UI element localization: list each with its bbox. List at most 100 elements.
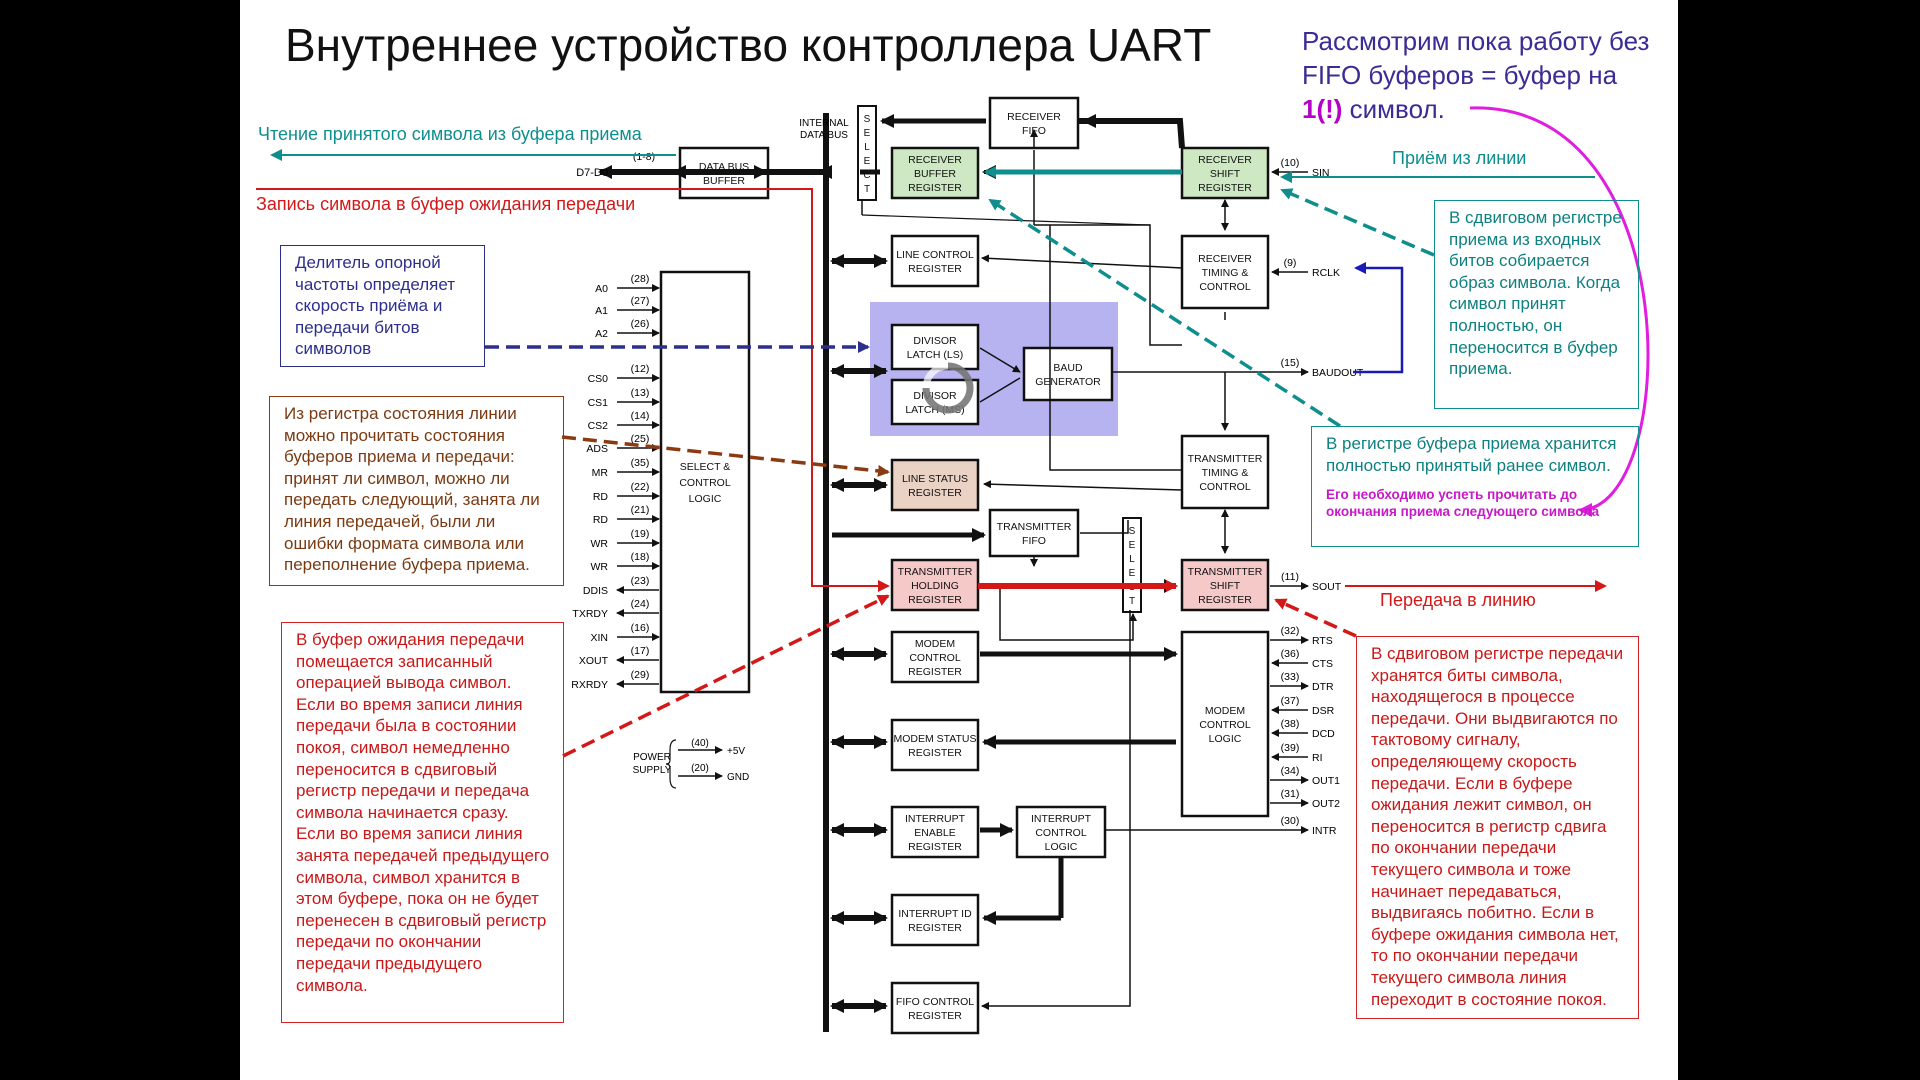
svg-text:(40): (40) bbox=[691, 738, 709, 749]
pin-a2-2: A2(26) bbox=[595, 318, 660, 340]
pin-number: (35) bbox=[631, 457, 650, 469]
pin-name: XOUT bbox=[579, 655, 609, 667]
svg-text:DSR: DSR bbox=[1312, 705, 1335, 717]
pin-number: (12) bbox=[631, 363, 650, 375]
note-line-status: Из регистра состояния линии можно прочит… bbox=[269, 396, 564, 586]
svg-text:(30): (30) bbox=[1281, 815, 1300, 827]
pin-name: RD bbox=[593, 491, 609, 503]
pin-modem-out1: (34) OUT1 bbox=[1270, 765, 1340, 787]
pin-rclk: (9)RCLK bbox=[1271, 257, 1340, 279]
svg-text:DCD: DCD bbox=[1312, 728, 1335, 740]
svg-text:(1-8): (1-8) bbox=[633, 151, 655, 163]
svg-text:S: S bbox=[1129, 526, 1136, 537]
pin-number: (21) bbox=[631, 504, 650, 516]
svg-text:(11): (11) bbox=[1281, 571, 1299, 583]
pin-number: (25) bbox=[631, 433, 650, 445]
note-rx-buffer-warning: Его необходимо успеть прочитать до оконч… bbox=[1326, 487, 1600, 520]
svg-text:(39): (39) bbox=[1281, 742, 1300, 754]
arrow-note-line-status bbox=[561, 435, 890, 477]
svg-text:(36): (36) bbox=[1281, 648, 1300, 660]
svg-text:E: E bbox=[1129, 568, 1136, 579]
note-tx-shift: В сдвиговом регистре передачи хранятся б… bbox=[1356, 636, 1639, 1019]
pin-baudout: (15)BAUDOUT bbox=[1270, 357, 1364, 379]
svg-text:+5V: +5V bbox=[727, 746, 745, 757]
pin-modem-cts: (36)CTS bbox=[1271, 648, 1333, 670]
pin-name: WR bbox=[591, 538, 609, 550]
label-write-tx: Запись символа в буфер ожидания передачи bbox=[256, 194, 636, 214]
label-rx-line: Приём из линии bbox=[1392, 148, 1527, 168]
pin-modem-ri: (39)RI bbox=[1271, 742, 1323, 764]
label-read-rx: Чтение принятого символа из буфера прием… bbox=[258, 124, 642, 144]
svg-text:(20): (20) bbox=[691, 763, 709, 774]
pin-number: (26) bbox=[631, 318, 650, 330]
pin-a1-1: A1(27) bbox=[595, 295, 660, 317]
pin-rd-8: RD(22) bbox=[593, 481, 660, 503]
pin-name: DDIS bbox=[583, 585, 608, 597]
pin-rd-9: RD (21) bbox=[593, 504, 660, 526]
pin-name: ADS bbox=[586, 443, 608, 455]
pin-xout-15: XOUT(17) bbox=[579, 645, 659, 667]
svg-text:(33): (33) bbox=[1281, 671, 1300, 683]
pin-name: RXRDY bbox=[571, 679, 608, 691]
svg-text:RCLK: RCLK bbox=[1312, 267, 1340, 279]
pin-a0-0: A0(28) bbox=[595, 273, 660, 295]
loading-spinner-icon bbox=[922, 362, 974, 414]
arrow-note-rx-buffer bbox=[988, 198, 1341, 428]
note-rx-shift: В сдвиговом регистре приема из входных б… bbox=[1434, 200, 1639, 409]
intro-text: Рассмотрим пока работу без FIFO буферов … bbox=[1302, 24, 1652, 126]
svg-text:C: C bbox=[863, 170, 870, 181]
pin-sout: (11)SOUT bbox=[1270, 571, 1342, 593]
note-tx-holding: В буфер ожидания передачи помещается зап… bbox=[281, 622, 564, 1023]
intro-after: символ. bbox=[1342, 94, 1445, 124]
pin-modem-out2: (31)OUT2 bbox=[1270, 788, 1340, 810]
pin-name: CS1 bbox=[588, 397, 609, 409]
pin-modem-dsr: (37)DSR bbox=[1271, 695, 1335, 717]
note-rx-buffer: В регистре буфера приема хранится полнос… bbox=[1311, 426, 1639, 547]
note-rx-buffer-text: В регистре буфера приема хранится полнос… bbox=[1326, 434, 1617, 475]
pin-name: MR bbox=[592, 467, 609, 479]
svg-text:T: T bbox=[1129, 596, 1135, 607]
svg-text:(34): (34) bbox=[1281, 765, 1300, 777]
svg-text:T: T bbox=[864, 184, 870, 195]
arrow-baudout-rclk bbox=[1353, 262, 1404, 374]
arrow-note-rx-shift bbox=[1280, 188, 1435, 257]
svg-text:E: E bbox=[864, 156, 871, 167]
svg-text:(10): (10) bbox=[1281, 157, 1300, 169]
svg-text:OUT1: OUT1 bbox=[1312, 775, 1340, 787]
pin-xin-14: XIN(16) bbox=[590, 622, 660, 644]
svg-text:E: E bbox=[1129, 540, 1136, 551]
arrow-write-tx bbox=[256, 188, 890, 592]
pin-rxrdy-16: RXRDY (29) bbox=[571, 669, 659, 691]
pin-number: (13) bbox=[631, 387, 650, 399]
arrow-note-tx-shift bbox=[1274, 598, 1357, 638]
pin-number: (29) bbox=[631, 669, 650, 681]
pin-modem-rts: (32)RTS bbox=[1270, 625, 1333, 647]
pin-name: RD bbox=[593, 514, 609, 526]
arrow-intro-to-warning bbox=[1469, 106, 1650, 517]
svg-text:OUT2: OUT2 bbox=[1312, 798, 1340, 810]
select-mux-2: SELECT bbox=[1122, 517, 1142, 613]
pin-ads-6: ADS (25) bbox=[586, 433, 660, 455]
